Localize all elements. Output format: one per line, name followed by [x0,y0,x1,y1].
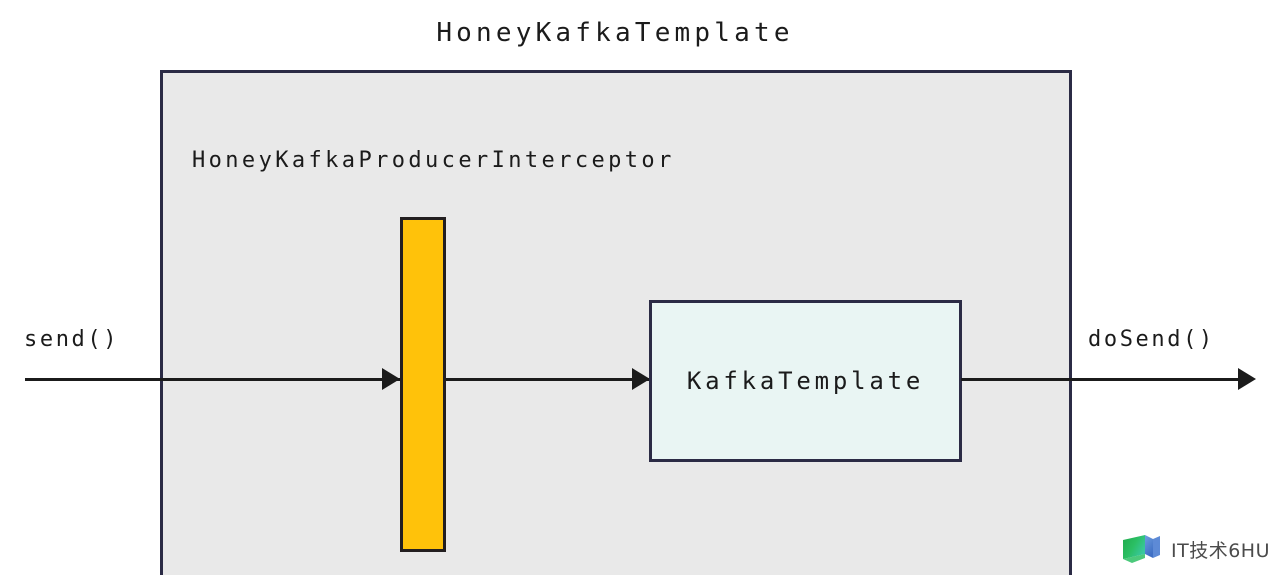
watermark: IT技术6HU [1122,533,1270,565]
kafka-template-node: KafkaTemplate [649,300,962,462]
page-title: HoneyKafkaTemplate [436,18,794,48]
flow-line-segment-middle [446,378,650,381]
arrow-head-output [1238,368,1256,390]
flow-line-segment-output [961,378,1241,381]
interceptor-bar [400,217,446,552]
watermark-flag-icon [1123,535,1160,563]
output-label-dosend: doSend() [1088,327,1215,352]
arrow-head-to-interceptor [382,368,400,390]
flow-line-segment-input [25,378,400,381]
watermark-text: IT技术6HU [1171,539,1270,562]
input-label-send: send() [24,327,120,352]
interceptor-label: HoneyKafkaProducerInterceptor [192,148,675,173]
kafka-template-label: KafkaTemplate [686,367,925,395]
arrow-head-to-kafkatemplate [632,368,650,390]
